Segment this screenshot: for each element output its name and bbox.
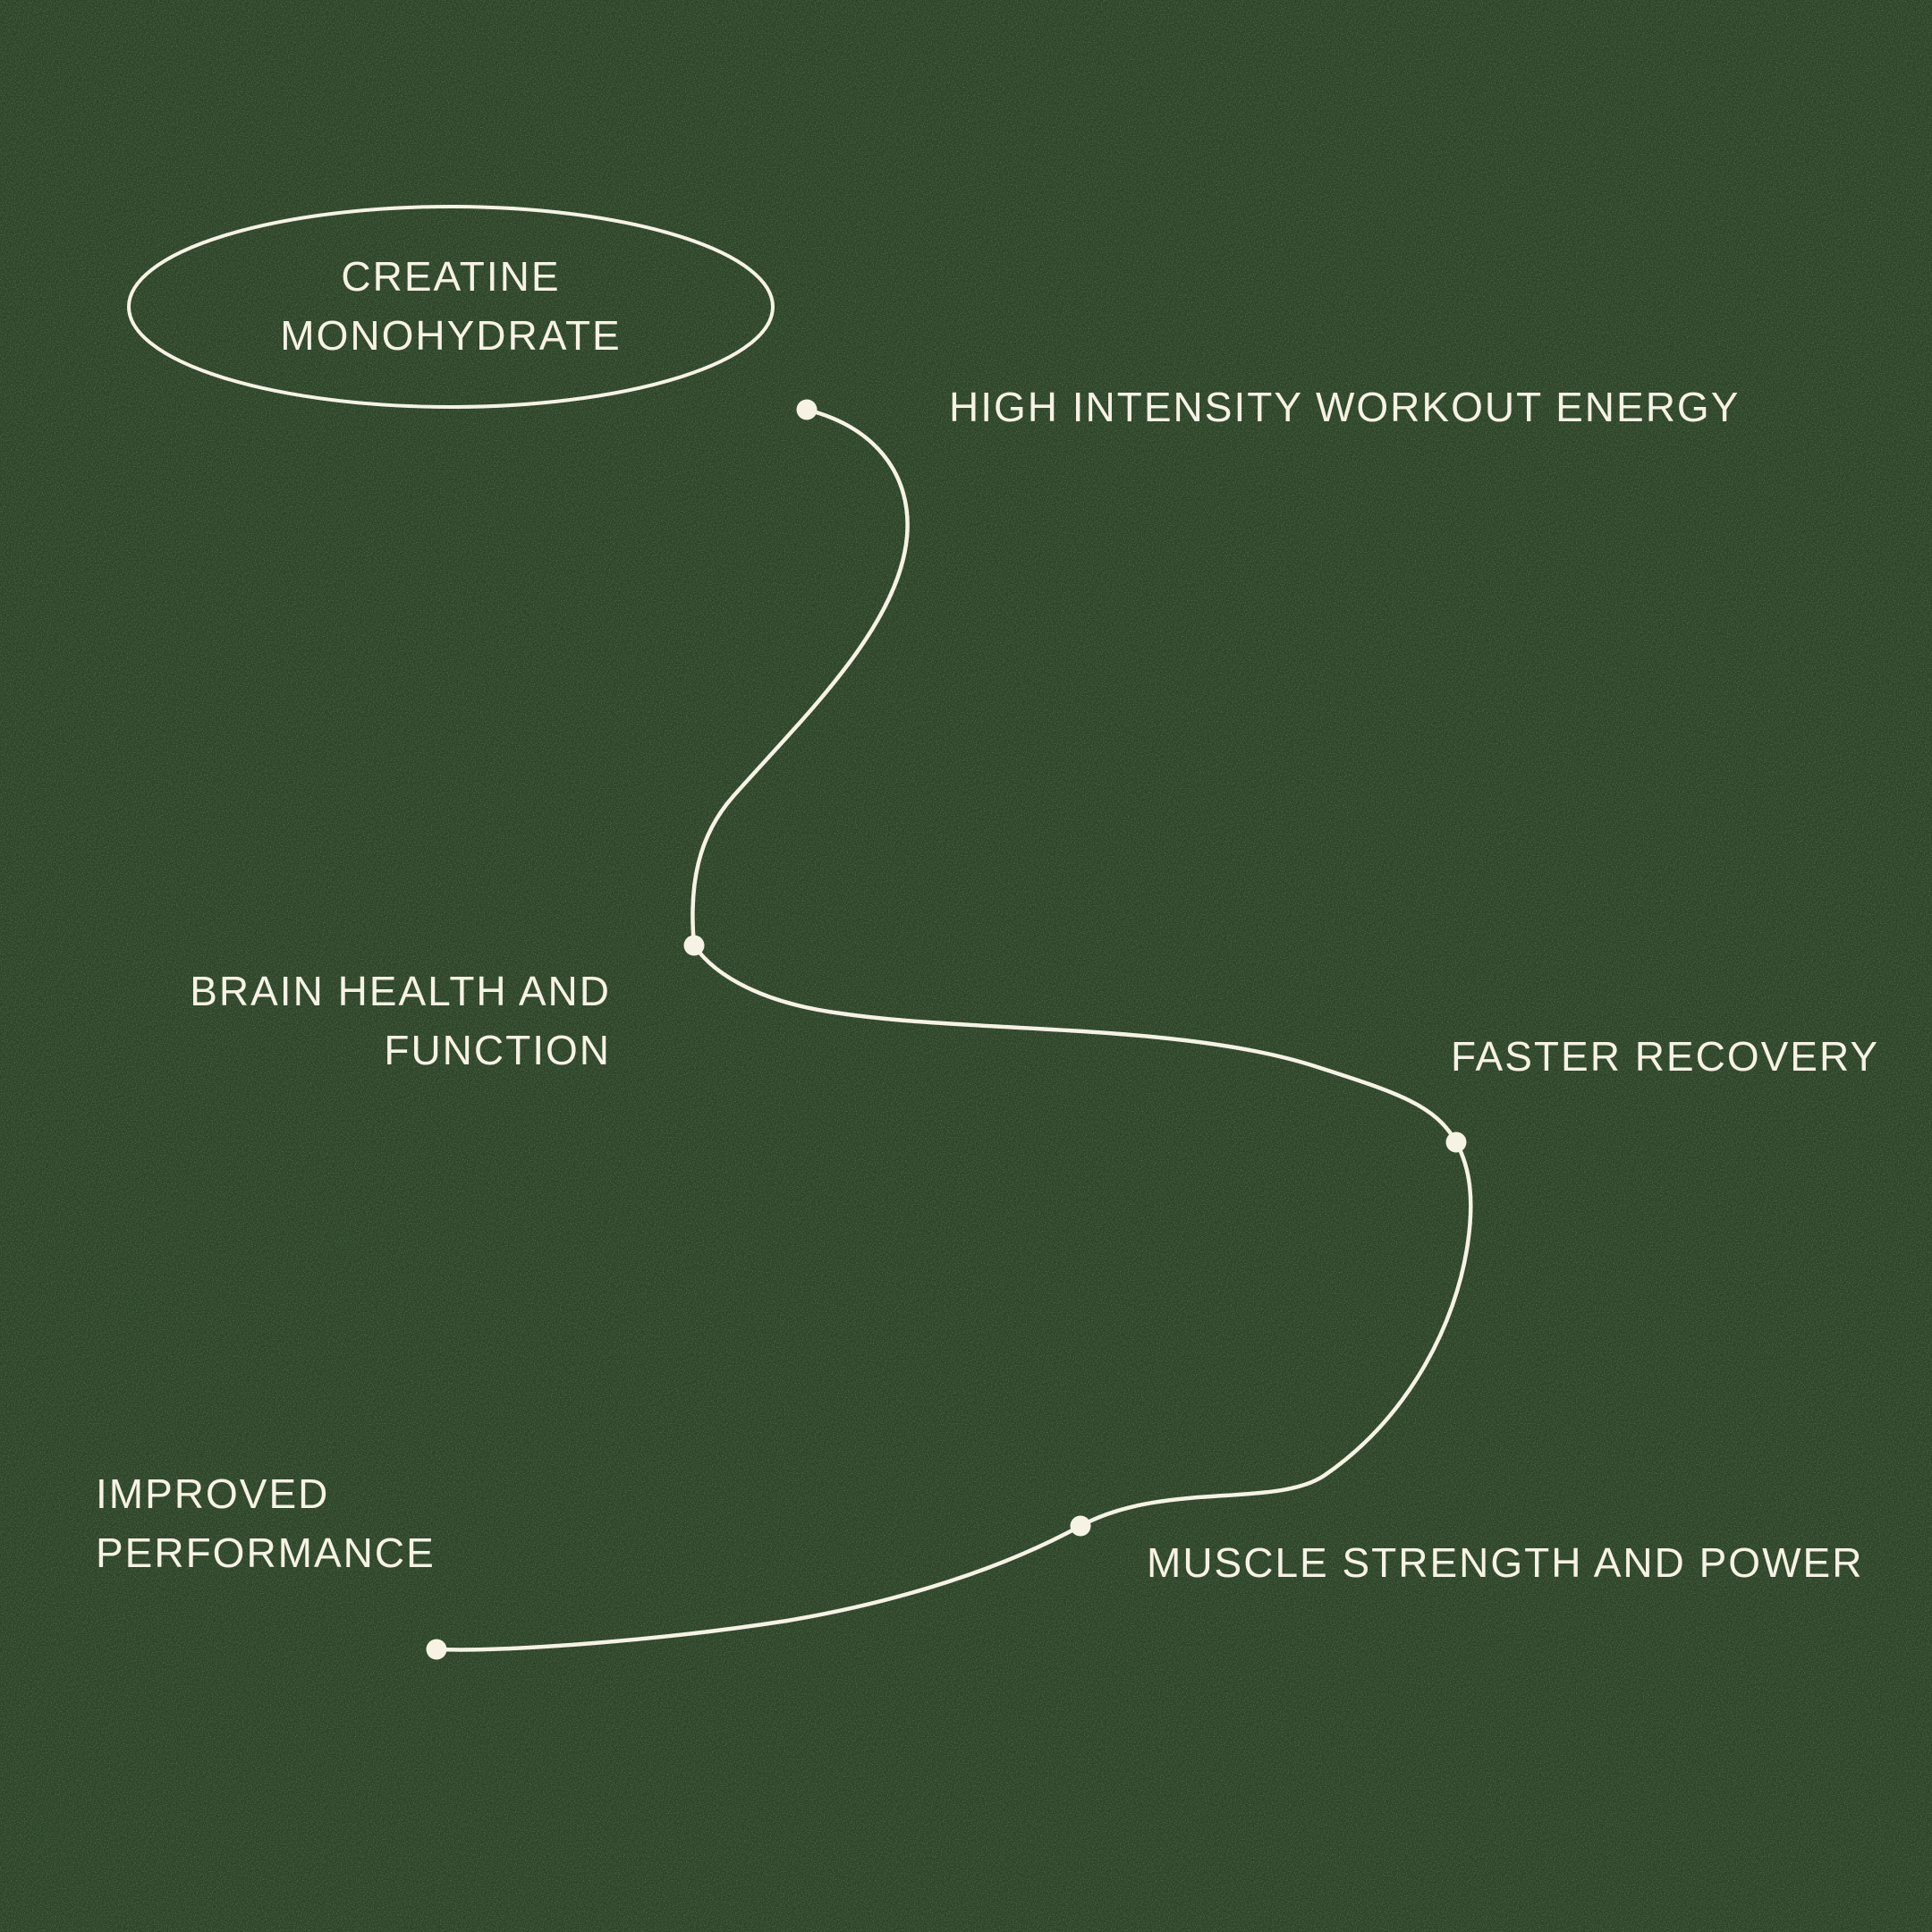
label-faster-recovery: FASTER RECOVERY	[1451, 1027, 1879, 1086]
label-line: HIGH INTENSITY WORKOUT ENERGY	[949, 384, 1741, 430]
label-high-intensity-workout-energy: HIGH INTENSITY WORKOUT ENERGY	[949, 377, 1740, 436]
label-line: PERFORMANCE	[96, 1530, 436, 1576]
label-muscle-strength-and-power: MUSCLE STRENGTH AND POWER	[1147, 1533, 1863, 1592]
label-line: MUSCLE STRENGTH AND POWER	[1147, 1539, 1864, 1586]
node-dot-faster-recovery	[1445, 1131, 1467, 1153]
label-line: BRAIN HEALTH AND	[190, 968, 611, 1014]
node-dot-high-intensity	[796, 399, 818, 420]
label-line: FUNCTION	[384, 1027, 611, 1073]
hub-ellipse-outline	[127, 205, 775, 409]
node-dot-improved-performance	[426, 1639, 447, 1660]
connector-path	[436, 407, 1473, 1652]
label-line: IMPROVED	[96, 1470, 330, 1517]
node-dot-brain-health	[683, 935, 705, 956]
label-improved-performance: IMPROVED PERFORMANCE	[96, 1464, 436, 1582]
label-brain-health-and-function: BRAIN HEALTH AND FUNCTION	[190, 962, 611, 1080]
node-dot-muscle-strength	[1070, 1515, 1091, 1537]
hub-label-creatine-monohydrate: CREATINE MONOHYDRATE	[182, 247, 719, 365]
hub-label-line1: CREATINE	[341, 253, 561, 300]
label-line: FASTER RECOVERY	[1451, 1033, 1880, 1080]
hub-label-line2: MONOHYDRATE	[280, 312, 622, 359]
